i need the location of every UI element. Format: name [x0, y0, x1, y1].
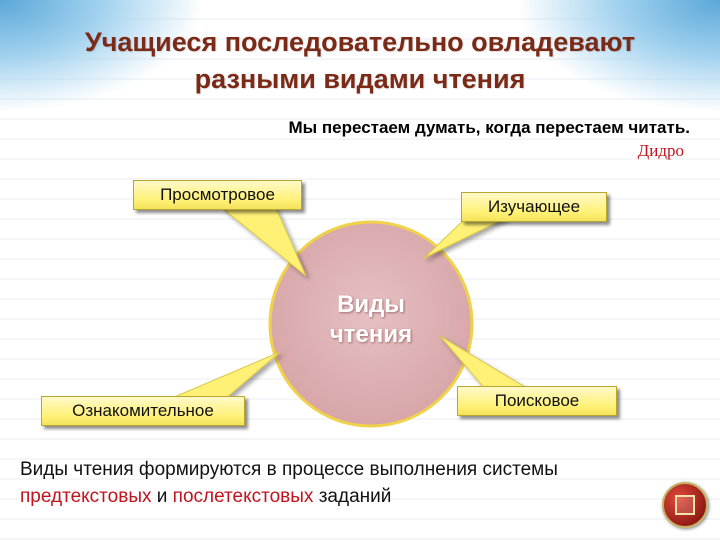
footer-red-1: предтекстовых [20, 486, 152, 507]
sky-corner-left [0, 0, 200, 110]
callout-pointer-introductory [171, 351, 281, 399]
quote-author: Дидро [637, 141, 684, 160]
footer-part-2: заданий [313, 486, 392, 507]
title-line-1: Учащиеся последовательно овладевают [84, 27, 636, 57]
slide-title: Учащиеся последовательно овладевают разн… [0, 24, 720, 98]
label-studying: Изучающее [461, 192, 607, 222]
title-line-2: разными видами чтения [194, 64, 526, 94]
center-label-line-2: чтения [329, 321, 413, 348]
center-circle [268, 220, 474, 428]
label-searching: Поисковое [457, 386, 617, 416]
sky-corner-right [520, 0, 720, 110]
footer-and: и [151, 486, 173, 507]
center-label-line-1: Виды [337, 291, 405, 318]
label-introductory: Ознакомительное [41, 396, 245, 426]
nav-button-icon[interactable] [662, 482, 708, 528]
callout-pointer-viewing [220, 207, 307, 277]
quote-text: Мы перестаем думать, когда перестаем чит… [288, 118, 690, 137]
label-viewing: Просмотровое [133, 180, 302, 210]
nav-button-inner-icon [675, 495, 695, 515]
center-label: Виды чтения [296, 290, 446, 350]
callout-pointer-studying [423, 215, 511, 259]
footer-text: Виды чтения формируются в процессе выпол… [20, 456, 660, 510]
footer-part-1: Виды чтения формируются в процессе выпол… [20, 459, 558, 480]
footer-red-2: послетекстовых [172, 486, 314, 507]
